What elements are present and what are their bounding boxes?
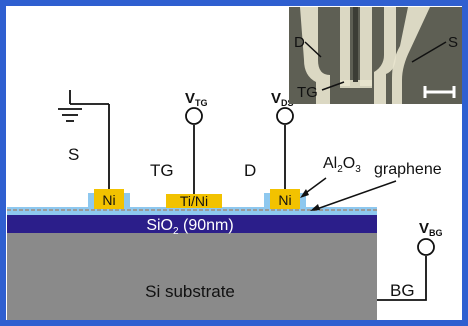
vtg-terminal bbox=[185, 107, 203, 125]
vds-label: VDS bbox=[271, 90, 294, 108]
tini-contact bbox=[166, 194, 222, 208]
si-substrate bbox=[7, 232, 377, 320]
ni-left-label: Ni bbox=[102, 192, 115, 208]
source-label: S bbox=[68, 145, 79, 164]
vbg-label: VBG bbox=[419, 220, 443, 238]
inset-tg-arrow bbox=[321, 81, 345, 91]
drain-label: D bbox=[244, 161, 256, 180]
substrate-label: Si substrate bbox=[145, 282, 235, 301]
device-micrograph-inset bbox=[289, 7, 462, 104]
ground-icon bbox=[58, 108, 82, 122]
sio2-layer bbox=[7, 215, 377, 233]
graphene-arrowhead bbox=[310, 204, 320, 211]
graphene-label: graphene bbox=[374, 161, 442, 178]
sio2-label: SiO2 (90nm) bbox=[146, 217, 233, 237]
backgate-label: BG bbox=[390, 281, 415, 300]
ni-contact-right bbox=[270, 189, 300, 209]
inset-s-label: S bbox=[448, 34, 458, 51]
ni-right-label: Ni bbox=[278, 192, 291, 208]
graphene-arrow bbox=[313, 180, 397, 211]
backgate-wire bbox=[377, 256, 427, 301]
ni-contact-left bbox=[94, 189, 124, 209]
inset-d-label: D bbox=[294, 34, 305, 51]
al2o3-arrowhead bbox=[300, 189, 309, 198]
vds-terminal bbox=[276, 107, 294, 125]
tini-label: Ti/Ni bbox=[180, 193, 208, 209]
inset-d-arrow bbox=[304, 41, 322, 58]
al2o3-label: Al2O3 bbox=[323, 155, 361, 175]
topgate-label: TG bbox=[150, 161, 174, 180]
dielectric-layer bbox=[7, 207, 377, 215]
inset-s-arrow bbox=[411, 41, 447, 63]
inset-tg-label: TG bbox=[297, 84, 318, 101]
vbg-terminal bbox=[417, 238, 435, 256]
vtg-label: VTG bbox=[185, 90, 208, 108]
